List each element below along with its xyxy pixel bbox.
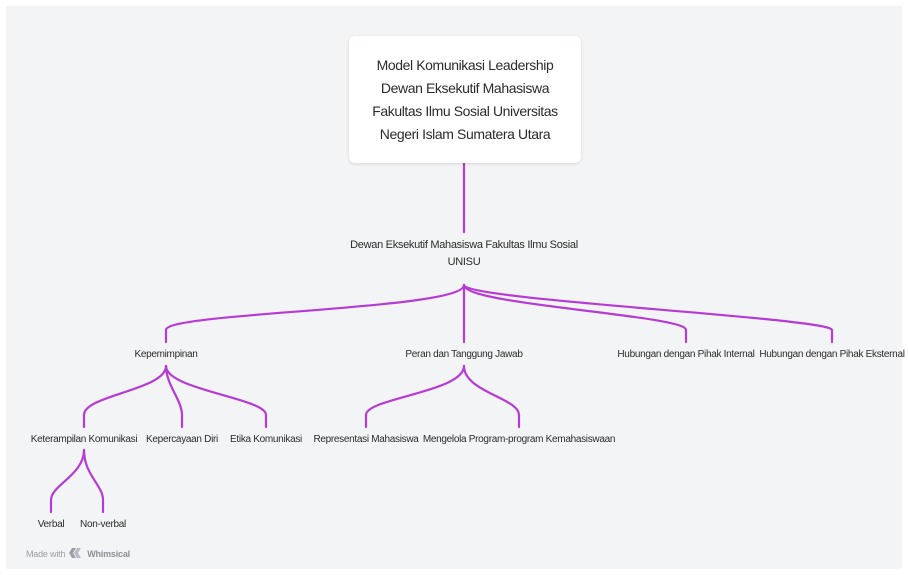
node-hubungan-internal[interactable]: Hubungan dengan Pihak Internal	[617, 349, 755, 360]
link-level1-eksternal	[462, 283, 834, 344]
node-representasi-mahasiswa[interactable]: Representasi Mahasiswa	[313, 434, 419, 445]
root-node[interactable]: Model Komunikasi Leadership Dewan Ekseku…	[349, 36, 581, 163]
root-node-label: Model Komunikasi Leadership Dewan Ekseku…	[372, 56, 558, 142]
link-level1-kepemimpinan	[164, 283, 466, 344]
node-hubungan-eksternal[interactable]: Hubungan dengan Pihak Eksternal	[759, 349, 905, 360]
node-peran-tanggung-jawab[interactable]: Peran dan Tanggung Jawab	[405, 349, 523, 360]
link-peran-representasi	[364, 364, 466, 429]
made-with-label: Made with	[26, 549, 66, 559]
link-kepemimpinan-kepercayaan	[164, 364, 184, 429]
whimsical-logo-icon	[69, 547, 83, 561]
node-verbal[interactable]: Verbal	[37, 519, 65, 530]
node-non-verbal[interactable]: Non-verbal	[80, 519, 126, 530]
node-keterampilan-komunikasi[interactable]: Keterampilan Komunikasi	[30, 434, 138, 445]
node-dema-fis-unisu[interactable]: Dewan Eksekutif Mahasiswa Fakultas Ilmu …	[350, 239, 578, 268]
link-keterampilan-verbal	[49, 448, 86, 514]
link-peran-program	[462, 364, 521, 429]
link-keterampilan-nonverbal	[82, 448, 105, 514]
node-kepercayaan-diri[interactable]: Kepercayaan Diri	[146, 434, 218, 445]
whimsical-brand-label: Whimsical	[87, 549, 130, 559]
made-with-footer[interactable]: Made with Whimsical	[26, 547, 130, 561]
node-mengelola-program[interactable]: Mengelola Program-program Kemahasiswaan	[422, 434, 616, 445]
link-kepemimpinan-etika	[164, 364, 268, 429]
node-etika-komunikasi[interactable]: Etika Komunikasi	[230, 434, 302, 445]
link-level1-internal	[462, 283, 688, 344]
link-kepemimpinan-keterampilan	[82, 364, 168, 429]
node-kepemimpinan[interactable]: Kepemimpinan	[134, 349, 198, 360]
